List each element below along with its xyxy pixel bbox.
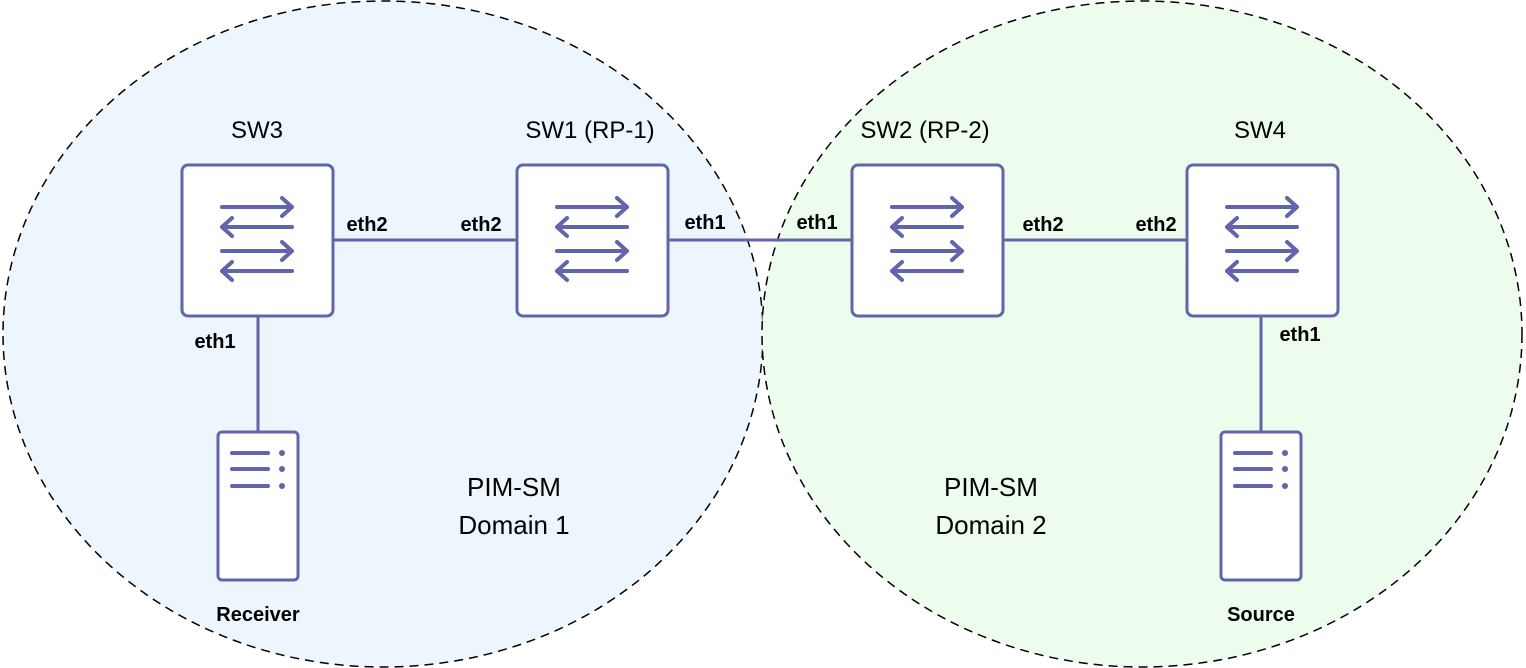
domain-2-label-line2: Domain 2 [935, 510, 1046, 540]
sw4-title: SW4 [1234, 117, 1286, 144]
host-receiver[interactable] [216, 430, 300, 582]
sw1-title: SW1 (RP-1) [525, 117, 654, 144]
port-sw2-eth1: eth1 [796, 212, 837, 234]
domain-1-label-line2: Domain 1 [458, 510, 569, 540]
sw3-title: SW3 [231, 117, 283, 144]
port-sw1-eth1: eth1 [684, 212, 725, 234]
switch-sw4[interactable] [1185, 163, 1340, 318]
port-sw3-eth2: eth2 [346, 214, 387, 236]
sw2-title: SW2 (RP-2) [860, 117, 989, 144]
port-sw2-eth2: eth2 [1022, 214, 1063, 236]
switch-sw2[interactable] [850, 163, 1005, 318]
domain-2-area [761, 0, 1523, 668]
switch-sw1[interactable] [515, 163, 670, 318]
server-icon [230, 450, 285, 489]
source-label: Source [1227, 604, 1295, 626]
server-icon [1233, 450, 1288, 489]
domain-1-label-line1: PIM-SM [467, 472, 561, 502]
host-source[interactable] [1219, 430, 1303, 582]
receiver-label: Receiver [216, 604, 300, 626]
switch-sw3[interactable] [180, 163, 335, 318]
domain-2-label-line1: PIM-SM [944, 472, 1038, 502]
domain-1-area [2, 0, 764, 668]
port-sw1-eth2: eth2 [460, 214, 501, 236]
port-sw4-eth1: eth1 [1279, 324, 1320, 346]
port-sw3-eth1: eth1 [194, 331, 235, 353]
port-sw4-eth2: eth2 [1135, 214, 1176, 236]
